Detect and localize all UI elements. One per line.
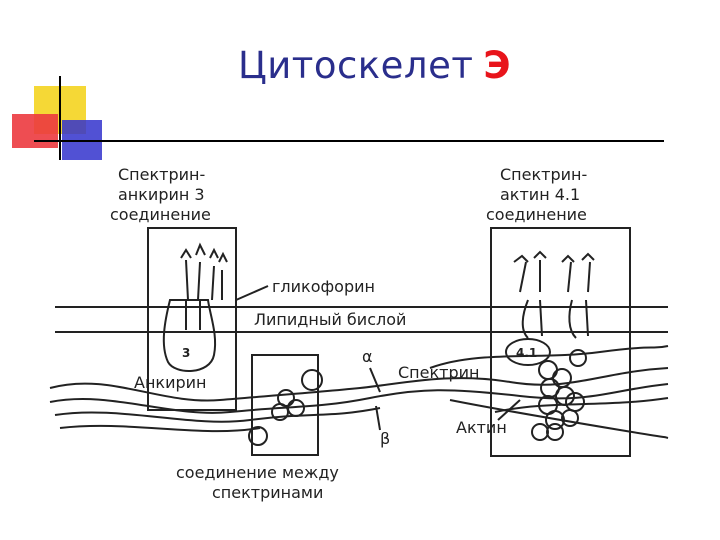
- horizontal-rule: [34, 140, 664, 142]
- band41-protein: [505, 338, 551, 366]
- label-band3: 3: [182, 346, 190, 360]
- label-ankyrin: Анкирин: [134, 373, 206, 392]
- band3-protein: [162, 299, 217, 373]
- label-actin: Актин: [456, 418, 507, 437]
- label-spectrin-actin-2: актин 4.1: [500, 185, 580, 204]
- label-alpha: α: [362, 347, 373, 366]
- label-junction-2: спектринами: [212, 483, 323, 502]
- label-spectrin-ankyrin-2: анкирин 3: [118, 185, 205, 204]
- label-bilayer: Липидный бислой: [254, 310, 406, 329]
- label-spectrin-ankyrin-1: Спектрин-: [118, 165, 205, 184]
- title-accent: Э: [483, 44, 512, 87]
- red-square-decoration: [12, 114, 58, 148]
- actin-junction-box: [490, 227, 631, 457]
- label-band41: 4.1: [516, 346, 537, 360]
- label-glycophorin: гликофорин: [272, 277, 375, 296]
- label-spectrin: Спектрин: [398, 363, 479, 382]
- label-spectrin-actin-1: Спектрин-: [500, 165, 587, 184]
- label-spectrin-actin-3: соединение: [486, 205, 587, 224]
- title-text: Цитоскелет: [238, 44, 474, 87]
- ankyrin-junction-box: [147, 227, 237, 411]
- label-spectrin-ankyrin-3: соединение: [110, 205, 211, 224]
- label-junction-1: соединение между: [176, 463, 339, 482]
- vertical-rule: [59, 76, 61, 160]
- label-beta: β: [380, 429, 390, 448]
